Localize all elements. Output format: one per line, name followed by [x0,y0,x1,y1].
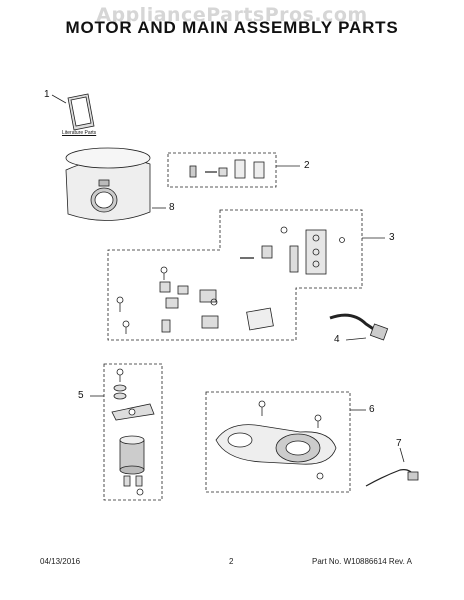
part-3-group-icon [107,209,385,341]
base-plate-icon [205,391,366,493]
part-2-group-icon [167,152,300,188]
footer-page-number: 2 [229,557,234,566]
callout-3: 3 [389,232,395,243]
literature-parts-label: Literature Parts [62,130,97,136]
power-cord-icon [365,447,419,487]
literature-booklet-icon [51,93,95,131]
footer-date: 04/13/2016 [40,557,81,566]
callout-5: 5 [78,390,84,401]
page-title: MOTOR AND MAIN ASSEMBLY PARTS [65,18,399,37]
callout-8: 8 [169,202,175,213]
callout-7: 7 [396,438,402,449]
watermark: AppliancePartsPros.com [96,4,368,26]
callout-2: 2 [304,160,310,171]
callout-1: 1 [44,89,50,100]
footer-part-number: Part No. W10886614 Rev. A [312,557,412,566]
callout-4: 4 [334,334,340,345]
motor-assembly-icon [90,363,163,501]
motor-base-housing-icon [65,147,166,221]
cleaning-brush-icon [329,313,389,341]
callout-6: 6 [369,404,375,415]
